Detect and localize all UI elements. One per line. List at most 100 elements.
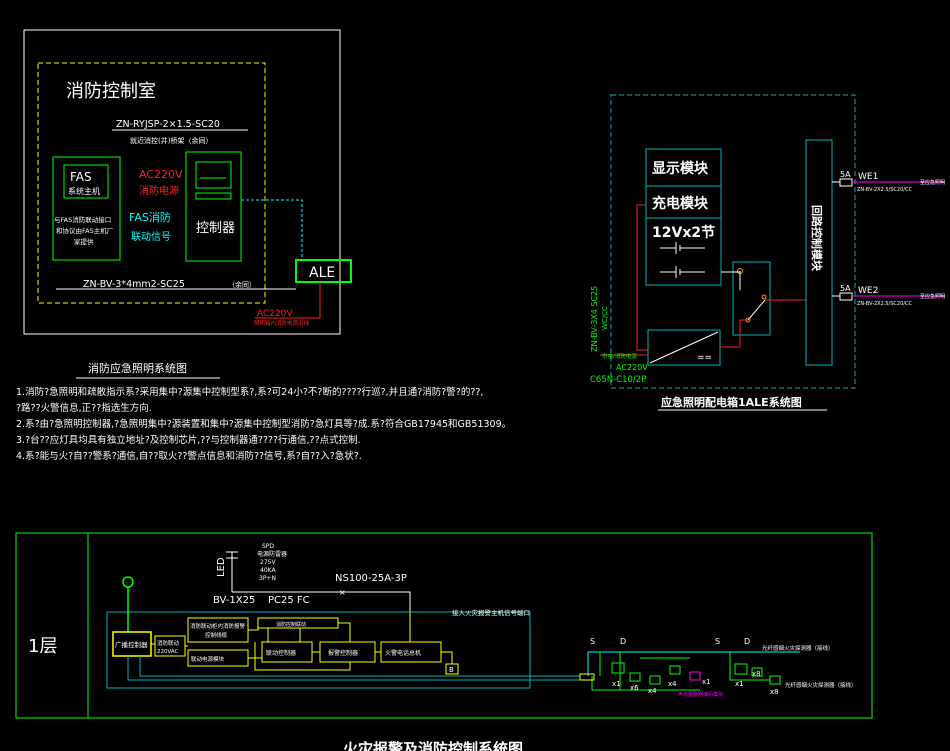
fas-signal-label-1: FAS消防 (129, 210, 171, 224)
cable-top-label: ZN-RYJSP-2×1.5-SC20 (116, 119, 220, 130)
fire-power-label: 消防电源 (139, 184, 179, 197)
bus-junction (579, 673, 595, 681)
fuse-2-label: 5A (840, 284, 851, 293)
note-line-2: ?路??火警信息,正??指选生方向. (16, 403, 152, 414)
fuse-1 (839, 178, 853, 187)
interface-label: 接入火灾报警主机信号端口 (452, 608, 530, 617)
control-room-title: 消防控制室 (66, 81, 156, 102)
battery-box (645, 217, 722, 286)
floor-frame (15, 532, 873, 719)
device-d (669, 665, 681, 675)
device-e (689, 671, 701, 681)
signal-line-to-ale (241, 199, 303, 260)
ac220v-label: AC220V (139, 168, 183, 181)
spd-1: SPD (262, 543, 274, 550)
cabinet-internal-wiring (151, 612, 453, 671)
circuit-2-label: WE2 (858, 286, 878, 296)
controller-box (185, 151, 242, 262)
x8a-label: x8 (752, 670, 761, 678)
fas-signal-label-2: 联动信号 (131, 231, 171, 243)
fas-note-2: 和协议由FAS主机厂 (56, 226, 114, 235)
breaker-label: C65N-C10/2P (590, 375, 646, 385)
fas-screen (63, 164, 109, 199)
fas-note-3: 家提供 (74, 237, 94, 246)
x1c-label: x1 (735, 680, 744, 688)
ale-label: ALE (309, 265, 335, 281)
panel-title: 应急照明配电箱1ALE系统图 (661, 395, 802, 409)
device-c (649, 675, 661, 685)
ac-bottom-sub: 照明箱内消防电源出线 (254, 319, 310, 327)
d-label-1: D (620, 637, 626, 646)
incoming-power-label: AC220V (616, 363, 648, 372)
controller-label: 控制器 (196, 221, 235, 236)
ac-bottom-label: AC220V (257, 309, 293, 319)
circuit-1-label: WE1 (858, 172, 878, 182)
cable-top-sub-label: 就近消控(井)桥架（余同） (130, 136, 212, 145)
spd-4: 40KA (260, 567, 276, 574)
box-3-label: 联动控制器 (266, 649, 296, 657)
spd-symbol (226, 551, 335, 593)
control-room-outer-frame (23, 29, 341, 335)
fas-note-1: 与FAS消防联动接口 (54, 215, 111, 224)
box-2-label: 联动电源模块 (191, 655, 225, 663)
circuit-2-dest: 至应急照明 (920, 293, 945, 300)
controller-keypad (195, 192, 232, 200)
box-top-label: 消防控制联动 (276, 621, 306, 628)
box-1-line-2: 控制线缆 (205, 631, 228, 639)
x8b-label: x8 (770, 688, 779, 696)
device-b (629, 672, 641, 682)
x1a-label: x1 (612, 680, 621, 688)
system-title: 消防应急照明系统图 (88, 361, 187, 375)
x1b-label: x1 (702, 678, 711, 686)
display-module-label: 显示模块 (652, 160, 709, 177)
power-box-2: 220VAC (157, 649, 179, 655)
loop-module-label: 回路控制模块 (810, 205, 824, 272)
cable-bottom-label: ZN-BV-3*4mm2-SC25 (83, 279, 185, 290)
s-label-1: S (590, 637, 595, 646)
incoming-cable-label: ZN-BV-3X4 SC25 (590, 286, 599, 352)
note-line-3: 2.系?由?急照明控制器,?急照明集中?源装置和集中?源集中控制型消防?急灯具等… (16, 419, 512, 430)
box-5-label: 火警电话总机 (385, 649, 421, 657)
cabinet-frame (106, 611, 531, 689)
box-4-label: 报警控制器 (328, 649, 358, 657)
cable-bottom-note: （余同） (228, 280, 256, 289)
rectifier-diagonal (649, 331, 719, 364)
x6-label: x6 (630, 684, 639, 692)
cabinet-bus-lines (127, 656, 588, 681)
right-note-2: 光纤感烟火灾探测器（接线） (785, 681, 857, 689)
battery-label: 12Vx2节 (652, 224, 715, 241)
cable-label: BV-1X25 (213, 595, 255, 606)
ale-box (295, 259, 352, 283)
rectifier-dc-symbol: == (697, 353, 712, 363)
controller-screen (195, 161, 232, 189)
fuse-2 (839, 292, 853, 301)
fas-host-box (52, 156, 121, 261)
breaker-x-mark: × (339, 588, 346, 597)
fas-title: FAS (70, 170, 92, 184)
x4a-label: x4 (648, 687, 657, 695)
incoming-cable-sub: WC/CC (601, 306, 609, 330)
note-line-4: 3.?台??应灯具均具有独立地址?及控制芯片,??与控制器通????行通信,??… (16, 435, 361, 446)
panel-dashed-frame (610, 94, 856, 389)
device-g (751, 667, 763, 677)
ground-symbol (122, 576, 134, 588)
box-1-line-1: 消防联动柜内消防报警 (190, 622, 246, 630)
circuit-1-dest: 至应急照明 (920, 179, 945, 186)
device-a (611, 662, 625, 674)
device-h (769, 675, 781, 685)
conduit-label: PC25 FC (268, 595, 310, 606)
note-line-5: 4.系?能与火?自??警系?通信,自??取火??警点信息和消防??信号,系?自?… (16, 451, 362, 462)
right-note-1: 光纤感烟火灾探测器（接线） (762, 644, 834, 652)
d-label-2: D (744, 637, 750, 646)
incoming-power-sub: 市电/消防电源 (602, 352, 637, 360)
dev-note: 声光报警器编码模块 (678, 691, 723, 698)
field-bus (587, 651, 800, 691)
s-label-2: S (715, 637, 720, 646)
spd-2: 电源防雷器 (257, 550, 287, 558)
box-b-label: B (449, 666, 454, 674)
circuit-2-cable: ZN-BV-2X2.5/SC20/CC (857, 301, 912, 307)
loop-module-box (805, 139, 833, 366)
main-title: 火灾报警及消防控制系统图 (343, 740, 523, 751)
spd-5: 3P+N (259, 575, 276, 582)
